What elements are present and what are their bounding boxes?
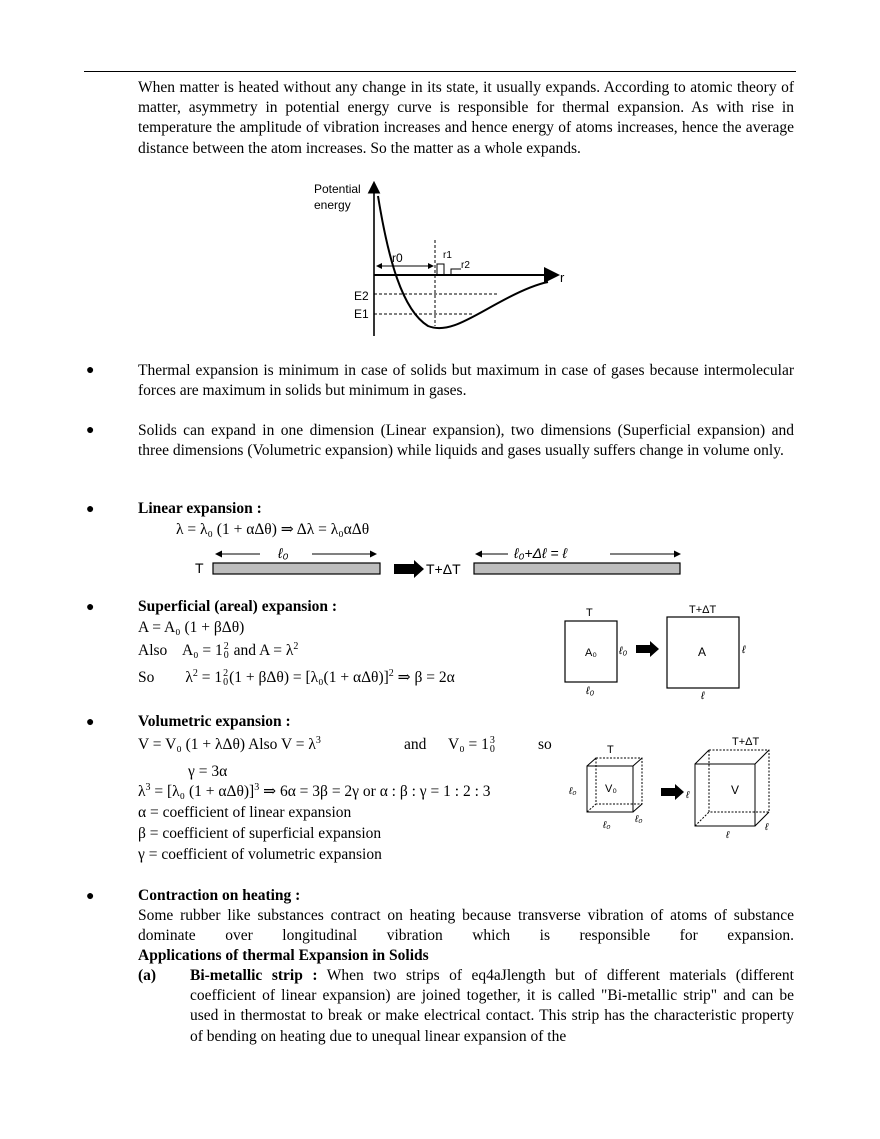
pe-r0-label: r0 xyxy=(392,251,403,265)
areal-expansion-figure: T A₀ ℓ₀ ℓ₀ T+ΔT A ℓ ℓ xyxy=(564,604,746,700)
cube-initial xyxy=(586,757,643,813)
bimetallic-text: When two strips of eq4aJlength but of di… xyxy=(190,967,794,1045)
linear-formula: λ = λ₀ (1 + αΔθ) ⇒ Δλ = λ₀αΔθ xyxy=(176,521,370,538)
def-beta: β = coefficient of superficial expansion xyxy=(138,825,382,842)
area-initial xyxy=(564,620,618,683)
volumetric-line1: V = V₀ (1 + λΔθ) Also V = λ3 xyxy=(138,734,321,753)
pe-ylabel-line1: Potential xyxy=(314,182,361,196)
area-expanded xyxy=(666,616,740,689)
pe-e2-label: E2 xyxy=(354,289,369,303)
bimetallic-heading: Bi-metallic strip : xyxy=(190,967,318,984)
bullet-glyph: ● xyxy=(86,715,95,730)
bullet-glyph: ● xyxy=(86,363,95,378)
superficial-heading: Superficial (areal) expansion : xyxy=(138,598,338,615)
pe-r2-label: r2 xyxy=(461,260,470,271)
rod-t2-label: T+ΔT xyxy=(426,561,461,577)
potential-energy-graph: Potential energy r r0 r1 r2 E2 E1 xyxy=(314,180,565,336)
linear-heading: Linear expansion : xyxy=(138,500,262,517)
def-alpha: α = coefficient of linear expansion xyxy=(138,804,352,821)
rod-t-label: T xyxy=(195,560,204,576)
applications-heading: Applications of thermal Expansion in Sol… xyxy=(138,947,429,964)
bullet-glyph: ● xyxy=(86,600,95,615)
header-rule xyxy=(84,71,796,72)
rod-initial xyxy=(212,562,381,575)
cube-v-label: V xyxy=(731,783,739,797)
area-a-label: A xyxy=(698,645,706,659)
cube-l0-bottom: ℓ₀ xyxy=(602,820,610,831)
volumetric-line1-so: so xyxy=(538,736,552,753)
volumetric-expansion-figure: T V₀ ℓ₀ ℓ₀ ℓ₀ T+ΔT V ℓ ℓ ℓ xyxy=(568,736,770,841)
superficial-a-eq: and A = λ xyxy=(233,642,294,659)
volumetric-line2: γ = 3α xyxy=(188,763,228,780)
cube-v0-label: V₀ xyxy=(605,783,617,795)
vol-t-label: T xyxy=(607,744,614,756)
bullet-glyph: ● xyxy=(86,502,95,517)
contraction-heading: Contraction on heating : xyxy=(138,887,301,904)
area-l-side: ℓ xyxy=(741,644,746,656)
cube-l-bottom: ℓ xyxy=(725,830,730,841)
area-l0-side: ℓ₀ xyxy=(618,645,628,657)
volumetric-heading: Volumetric expansion : xyxy=(138,713,291,730)
pe-ylabel-line2: energy xyxy=(314,198,351,212)
superficial-line1: A = A₀ (1 + βΔθ) xyxy=(138,619,245,636)
intro-paragraph: When matter is heated without any change… xyxy=(138,79,794,157)
vol-t2-label: T+ΔT xyxy=(732,736,759,748)
cube-l-depth: ℓ xyxy=(764,822,769,833)
volumetric-line1-and: and xyxy=(404,736,427,753)
bimetallic-paragraph: Bi-metallic strip : When two strips of e… xyxy=(190,966,794,1047)
rod-l0-label: ℓ₀ xyxy=(277,545,289,561)
pe-r2-step xyxy=(450,268,461,275)
bullet-glyph: ● xyxy=(86,889,95,904)
pe-r1-label: r1 xyxy=(443,250,452,261)
cube-l-side: ℓ xyxy=(685,790,690,801)
areal-t2-label: T+ΔT xyxy=(689,604,716,616)
linear-rod-figure: T ℓ₀ T+ΔT ℓ₀+Δℓ = ℓ xyxy=(195,545,681,578)
cube-l0-depth: ℓ₀ xyxy=(634,814,642,825)
bullet-dimensions-text: Solids can expand in one dimension (Line… xyxy=(138,422,794,460)
superficial-also: Also xyxy=(138,642,168,659)
rod-expanded xyxy=(473,562,681,575)
pe-xlabel: r xyxy=(560,270,565,285)
heating-arrow-icon xyxy=(636,641,659,657)
pe-r1-step xyxy=(436,263,445,275)
cube-expanded xyxy=(694,749,770,827)
heating-arrow-icon xyxy=(661,784,684,800)
volumetric-line3: λ3 = [λ₀ (1 + αΔθ)]3 ⇒ 6α = 3β = 2γ or α… xyxy=(138,781,491,800)
areal-t-label: T xyxy=(586,607,593,619)
heating-arrow-icon xyxy=(394,560,424,578)
pe-curve xyxy=(377,195,549,330)
pe-e1-label: E1 xyxy=(354,307,369,321)
superficial-a0: A₀ = 1 xyxy=(181,642,223,659)
bullet-glyph: ● xyxy=(86,423,95,438)
item-a-label: (a) xyxy=(138,967,157,984)
area-l-bottom: ℓ xyxy=(700,690,705,700)
rod-l-label: ℓ₀+Δℓ = ℓ xyxy=(513,545,567,561)
bullet-gases-text: Thermal expansion is minimum in case of … xyxy=(138,362,794,400)
area-l0-bottom: ℓ₀ xyxy=(585,685,595,697)
contraction-paragraph: Some rubber like substances contract on … xyxy=(138,907,794,945)
area-a0-label: A₀ xyxy=(585,647,597,659)
cube-l0-side: ℓ₀ xyxy=(568,786,576,797)
def-gamma: γ = coefficient of volumetric expansion xyxy=(138,846,382,863)
